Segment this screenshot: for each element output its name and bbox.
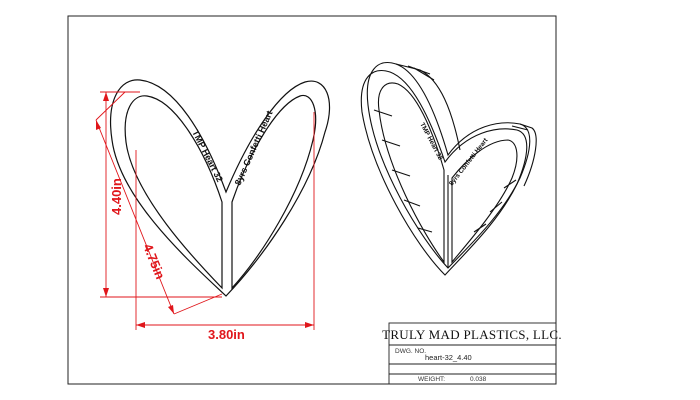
dimension-arrowheads [96,92,314,328]
heart-inner-left-lobe [124,95,223,290]
weight-value: 0.038 [470,376,487,383]
title-block [388,322,557,385]
iso-left-engraving-text: TMP Heart 32 [418,122,444,162]
drawing-border [67,15,557,385]
height-dimension-label: 4.40in [109,178,124,215]
company-name: TRULY MAD PLASTICS, LLC. [382,327,562,342]
iso-right-engraving-text: 8yrs Confetti Heart [448,136,490,187]
left-engraving-text: TMP Heart 32 [190,128,225,183]
heart-inner-right-lobe [231,94,317,290]
weight-label: WEIGHT: [418,376,445,383]
width-dimension-label: 3.80in [208,327,245,342]
right-engraving-text: 8yrs Confetti Heart [233,109,275,187]
heart-outer-outline [110,79,331,297]
diagonal-dimension-label: 4.75in [140,242,168,282]
heart-front-view [110,79,331,297]
dwg-no-label: DWG. NO. [395,348,426,355]
dwg-no-value: heart-32_4.40 [425,353,472,362]
dimension-lines [95,91,315,330]
heart-isometric-view [360,62,537,276]
